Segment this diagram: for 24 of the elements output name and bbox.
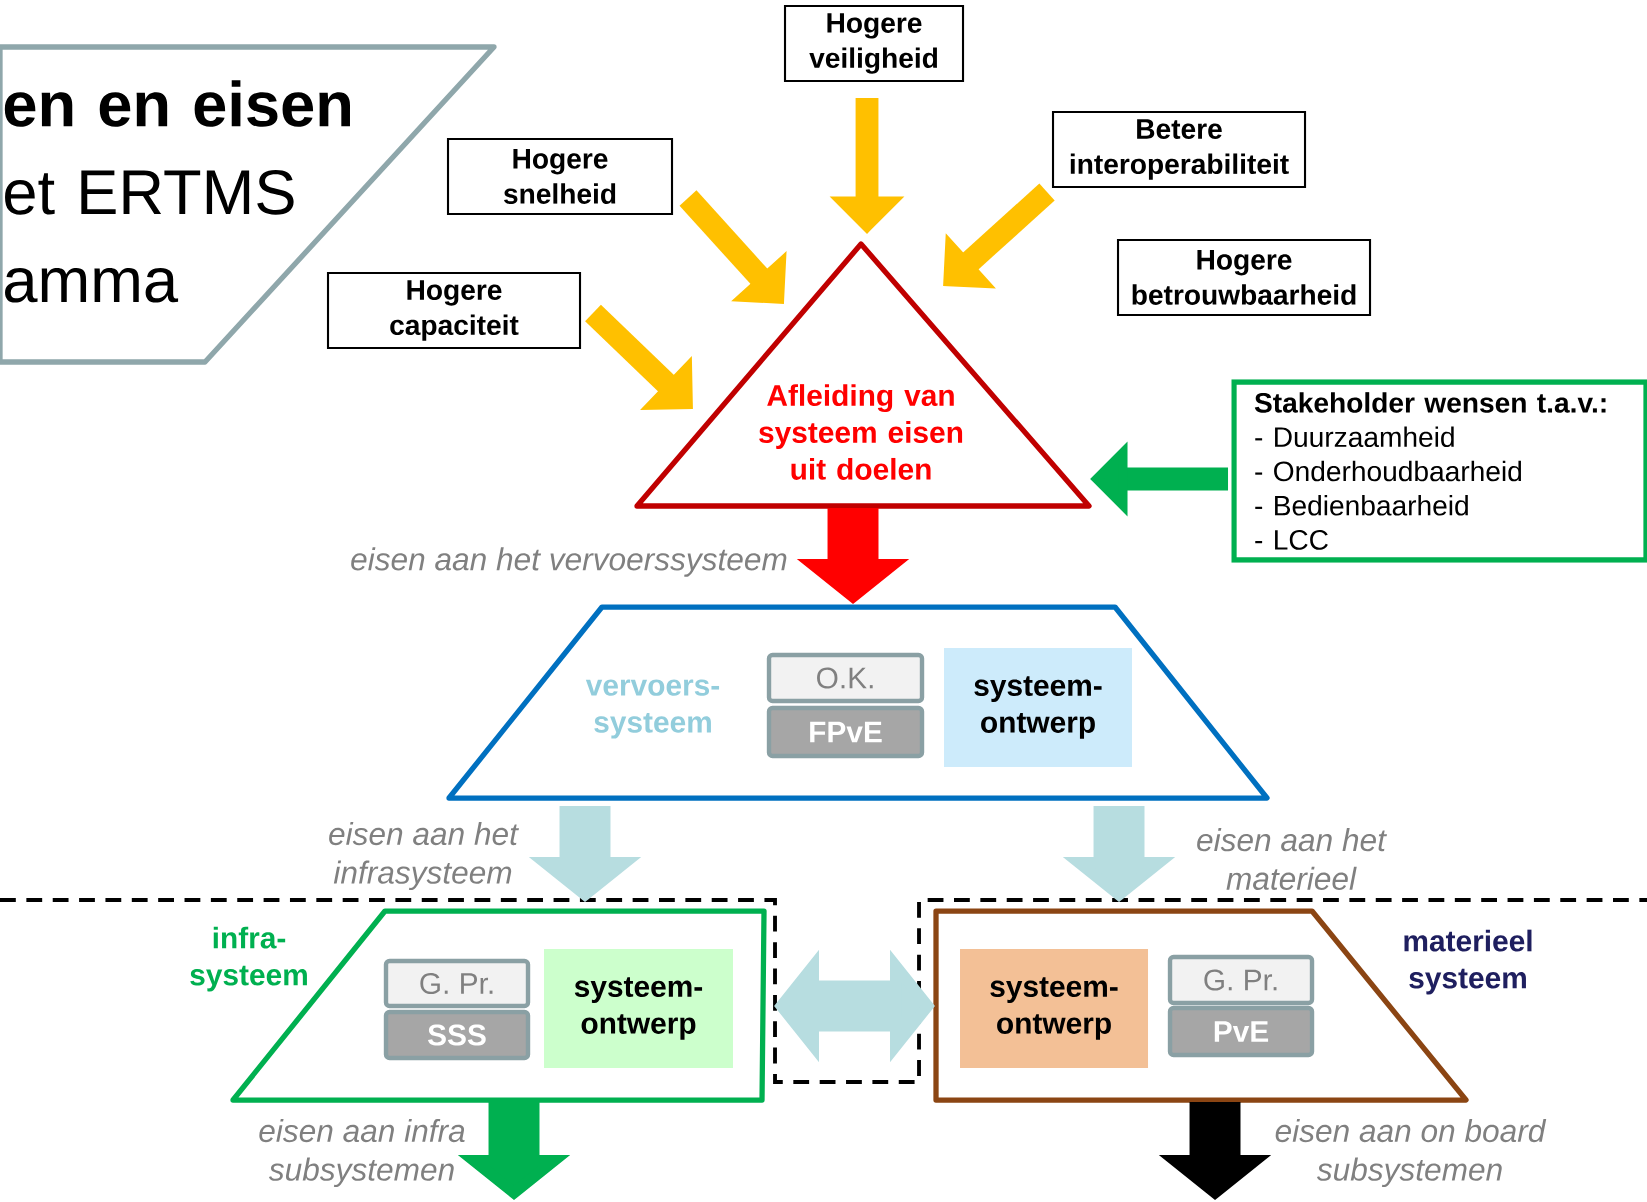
document-tab: SSS: [383, 1009, 531, 1061]
goal-box: Hogere capaciteit: [326, 271, 582, 350]
design-box: systeem- ontwerp: [544, 949, 733, 1068]
triangle: Afleiding van systeem eisen uit doelen: [634, 241, 1092, 509]
block-arrow: [943, 183, 1055, 289]
goal-box: Betere interoperabiliteit: [1051, 110, 1307, 189]
edge-label: eisen aan het vervoerssysteem: [351, 547, 787, 577]
goal-box: Hogere veiligheid: [783, 4, 965, 83]
document-tab: G. Pr.: [1167, 954, 1315, 1006]
document-tab: G. Pr.: [383, 958, 531, 1009]
goal-box: Hogere betrouwbaarheid: [1116, 238, 1372, 317]
edge-label: eisen aan het infrasysteem: [329, 821, 519, 891]
goal-box: Hogere snelheid: [446, 137, 674, 216]
design-box: systeem- ontwerp: [944, 648, 1132, 767]
block-arrow: [679, 190, 787, 304]
edge-label: eisen aan het materieel: [1197, 828, 1388, 890]
edge-label: eisen aan on board subsystemen: [1275, 1118, 1547, 1188]
block-arrow: [585, 304, 693, 410]
document-tab: O.K.: [766, 652, 925, 704]
design-box: systeem- ontwerp: [960, 949, 1148, 1068]
document-tab: PvE: [1167, 1005, 1315, 1058]
edge-label: eisen aan infra subsystemen: [259, 1118, 465, 1188]
document-tab: FPvE: [766, 705, 925, 759]
stakeholder-box: Stakeholder wensen t.a.v.: - Duurzaamheid - Onderhoudbaarheid - Bedienbaarheid - LCC: [1231, 379, 1647, 563]
